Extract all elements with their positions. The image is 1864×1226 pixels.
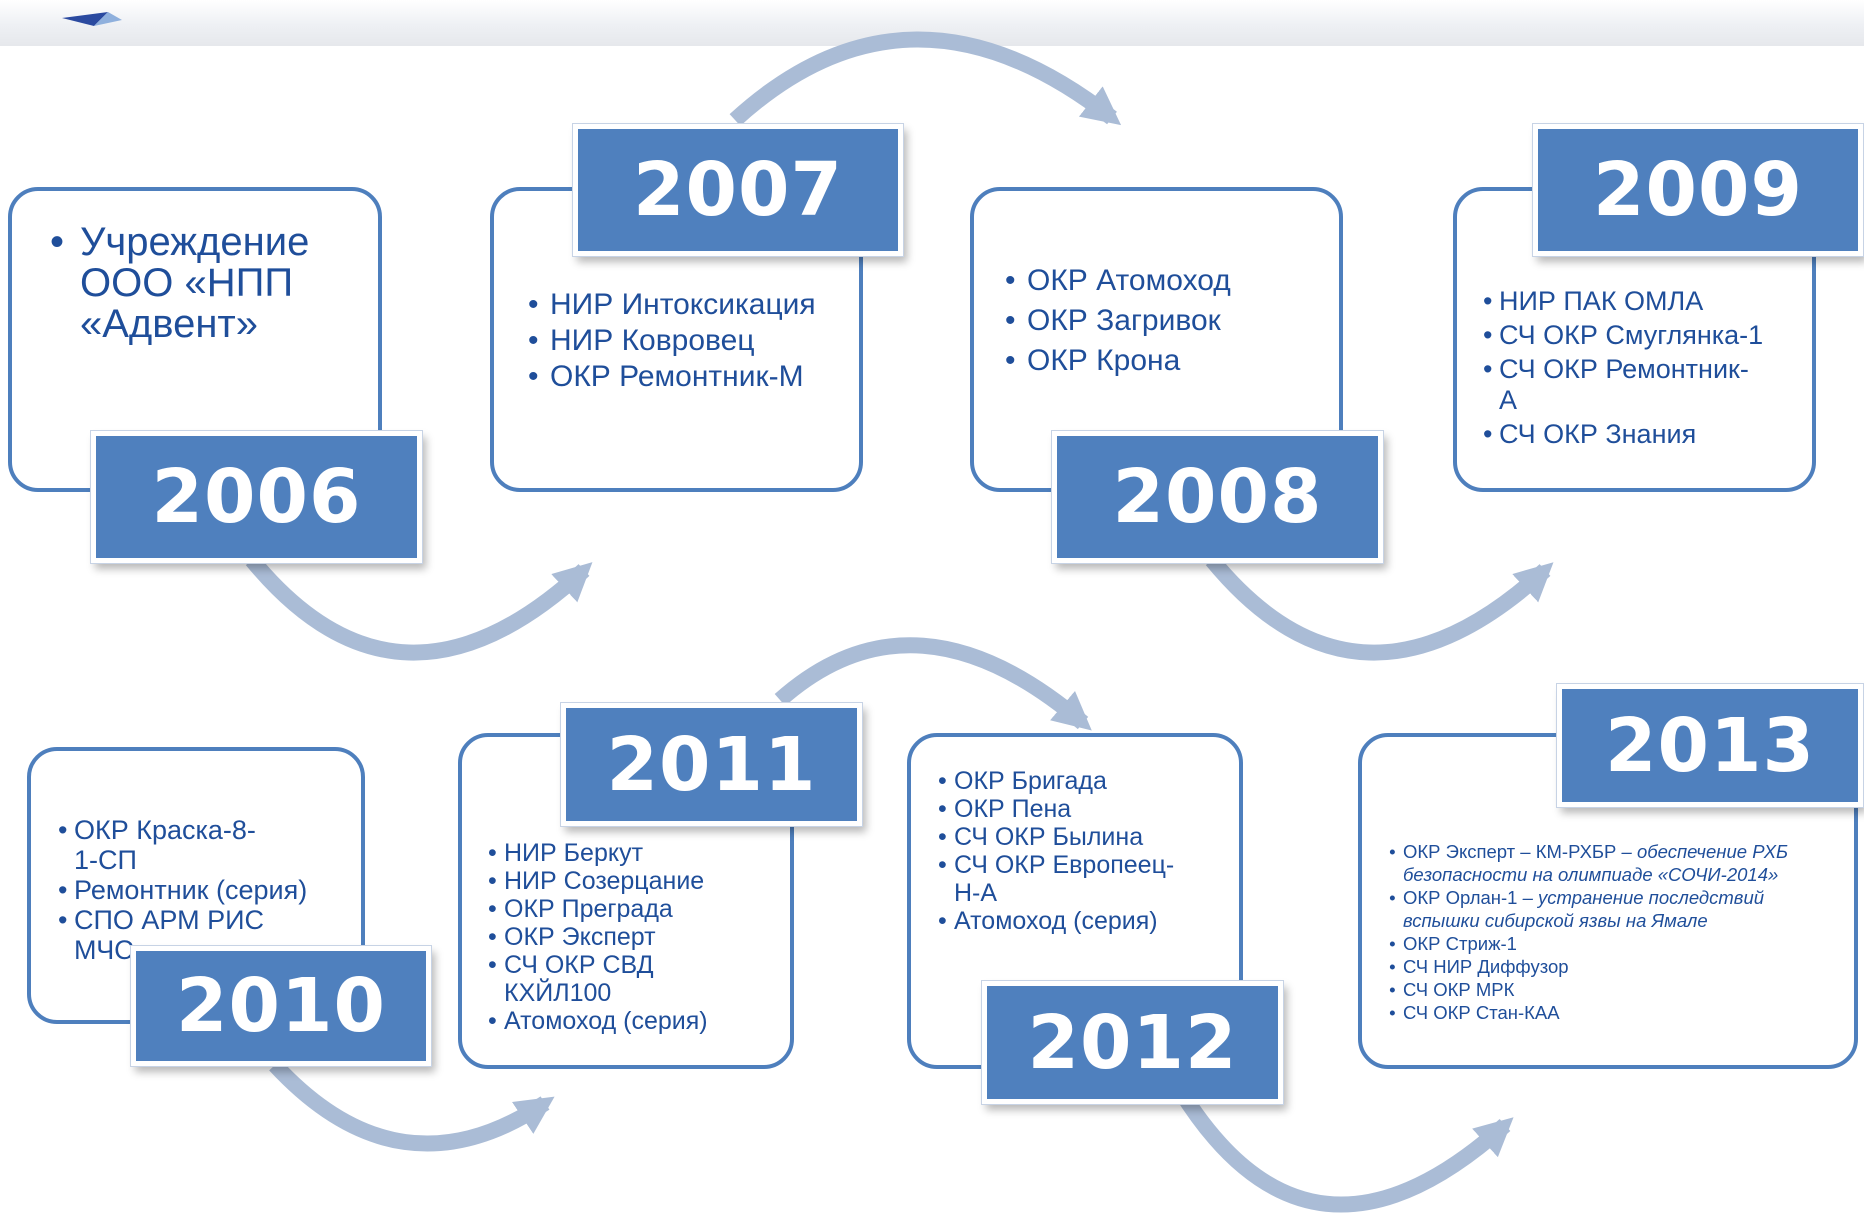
arrow-2012-2013 xyxy=(1173,1085,1514,1213)
item-2007-2: НИР Ковровец xyxy=(528,323,838,359)
item-2013-6-name: СЧ ОКР Стан-КАА xyxy=(1403,1002,1560,1023)
item-2007-1: НИР Интоксикация xyxy=(528,287,838,323)
item-2013-2-name: ОКР Орлан-1 xyxy=(1403,887,1518,908)
items-2013: ОКР Эксперт – КМ-РХБР – обеспечение РХБ … xyxy=(1389,840,1839,1024)
item-2012-5: Атомоход (серия) xyxy=(938,907,1228,935)
items-2010: ОКР Краска-8-1-СП Ремонтник (серия) СПО … xyxy=(58,815,338,981)
arrow-2010-2011 xyxy=(269,1059,555,1152)
year-box-2013: 2013 xyxy=(1557,684,1863,807)
item-2007-3: ОКР Ремонтник-М xyxy=(528,359,838,395)
year-box-2010: 2010 xyxy=(131,946,431,1066)
item-2013-1: ОКР Эксперт – КМ-РХБР – обеспечение РХБ … xyxy=(1389,840,1839,886)
item-2009-3: СЧ ОКР Ремонтник-А xyxy=(1483,354,1764,416)
arrow-2008-2009 xyxy=(1205,554,1554,661)
item-2011-1: НИР Беркут xyxy=(488,839,778,867)
items-2007: НИР Интоксикация НИР Ковровец ОКР Ремонт… xyxy=(528,287,838,395)
item-2008-1: ОКР Атомоход xyxy=(1005,261,1315,301)
item-2011-4: ОКР Эксперт xyxy=(488,923,778,951)
year-label-2007: 2007 xyxy=(633,147,843,233)
item-2013-4: СЧ НИР Диффузор xyxy=(1389,955,1839,978)
item-2009-4: СЧ ОКР Знания xyxy=(1483,419,1803,450)
arrow-2011-2012 xyxy=(774,637,1092,731)
item-2008-2: ОКР Загривок xyxy=(1005,301,1315,341)
item-2011-3: ОКР Преграда xyxy=(488,895,778,923)
year-label-2006: 2006 xyxy=(151,454,362,540)
item-2010-1: ОКР Краска-8-1-СП xyxy=(58,815,274,875)
items-2011: НИР Беркут НИР Созерцание ОКР Преграда О… xyxy=(488,839,778,1035)
year-box-2008: 2008 xyxy=(1052,431,1383,563)
year-box-2007: 2007 xyxy=(573,124,903,256)
arrow-2006-2007 xyxy=(245,554,593,661)
year-label-2013: 2013 xyxy=(1605,702,1815,789)
items-2009: НИР ПАК ОМЛА СЧ ОКР Смуглянка-1 СЧ ОКР Р… xyxy=(1483,286,1803,450)
item-2012-1: ОКР Бригада xyxy=(938,767,1228,795)
items-2008: ОКР Атомоход ОКР Загривок ОКР Крона xyxy=(1005,261,1315,381)
item-2009-2: СЧ ОКР Смуглянка-1 xyxy=(1483,320,1803,351)
item-2013-2-note: – устранение последствий вспышки сибирск… xyxy=(1403,887,1765,931)
year-box-2011: 2011 xyxy=(561,703,862,826)
year-label-2010: 2010 xyxy=(176,963,386,1049)
year-label-2008: 2008 xyxy=(1112,454,1323,540)
item-2012-4: СЧ ОКР Европеец-Н-А xyxy=(938,851,1189,907)
item-2013-2: ОКР Орлан-1 – устранение последствий всп… xyxy=(1389,886,1839,932)
year-label-2012: 2012 xyxy=(1027,999,1238,1086)
item-2013-5-name: СЧ ОКР МРК xyxy=(1403,979,1515,1000)
item-2013-5: СЧ ОКР МРК xyxy=(1389,978,1839,1001)
item-2011-5: СЧ ОКР СВД КХЙЛ100 xyxy=(488,951,679,1007)
item-2012-2: ОКР Пена xyxy=(938,795,1228,823)
item-2006-1: Учреждение ООО «НПП «Адвент» xyxy=(50,222,350,345)
item-2013-6: СЧ ОКР Стан-КАА xyxy=(1389,1001,1839,1024)
item-2008-3: ОКР Крона xyxy=(1005,341,1315,381)
item-2013-3-name: ОКР Стриж-1 xyxy=(1403,933,1517,954)
item-2010-3: СПО АРМ РИС МЧС xyxy=(58,905,274,965)
item-2013-4-name: СЧ НИР Диффузор xyxy=(1403,956,1569,977)
item-2009-1: НИР ПАК ОМЛА xyxy=(1483,286,1803,317)
item-2012-3: СЧ ОКР Былина xyxy=(938,823,1228,851)
items-2006: Учреждение ООО «НПП «Адвент» xyxy=(50,222,350,345)
company-logo xyxy=(62,12,122,26)
year-box-2009: 2009 xyxy=(1533,124,1863,256)
item-2011-6: Атомоход (серия) xyxy=(488,1007,778,1035)
year-label-2009: 2009 xyxy=(1593,147,1803,233)
year-label-2011: 2011 xyxy=(606,721,817,808)
item-2010-2: Ремонтник (серия) xyxy=(58,875,338,905)
item-2013-1-note: – обеспечение РХБ безопасности на олимпи… xyxy=(1403,841,1789,885)
item-2013-1-name: ОКР Эксперт – КМ-РХБР xyxy=(1403,841,1617,862)
year-box-2006: 2006 xyxy=(91,431,422,563)
year-box-2012: 2012 xyxy=(982,981,1283,1104)
item-2011-2: НИР Созерцание xyxy=(488,867,778,895)
arrow-2007-2008 xyxy=(729,31,1122,126)
item-2013-3: ОКР Стриж-1 xyxy=(1389,932,1839,955)
items-2012: ОКР Бригада ОКР Пена СЧ ОКР Былина СЧ ОК… xyxy=(938,767,1228,935)
